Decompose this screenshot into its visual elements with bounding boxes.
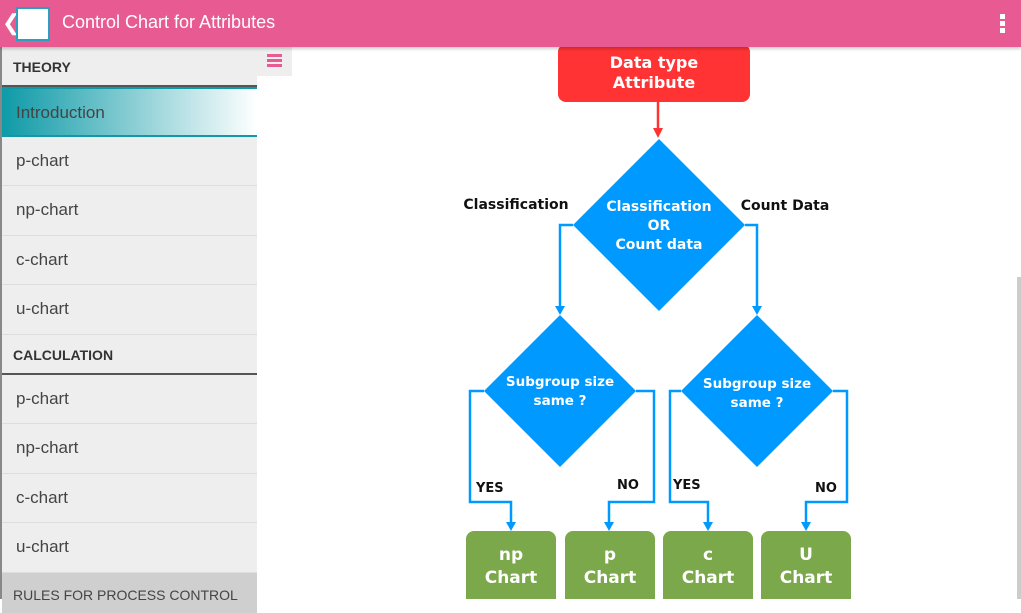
output-np-chart [466, 531, 556, 599]
subgroup-diamond-left [484, 315, 636, 467]
subgroup-right-text-1: Subgroup size [703, 376, 811, 392]
output-text: np [499, 545, 523, 565]
decision-text-1: Classification [606, 199, 711, 215]
decision-diamond [573, 139, 745, 311]
start-arrowhead [653, 128, 663, 138]
arrowhead [703, 522, 713, 531]
output-text: U [799, 545, 813, 565]
subgroup-right-text-2: same ? [731, 395, 784, 411]
section-header-theory: THEORY [2, 47, 257, 87]
sidebar: THEORY Introduction p-chart np-chart c-c… [0, 47, 257, 613]
arrowhead [506, 522, 516, 531]
page-title: Control Chart for Attributes [62, 12, 276, 32]
output-c-chart [663, 531, 753, 599]
arrowhead [752, 306, 762, 315]
output-text: p [604, 545, 616, 565]
decision-text-2: OR [648, 218, 671, 234]
connector [804, 389, 849, 525]
connector [668, 389, 710, 525]
sidebar-item-theory-c-chart[interactable]: c-chart [2, 236, 257, 285]
subgroup-left-text-1: Subgroup size [506, 374, 614, 390]
start-text-1: Data type [610, 53, 699, 72]
output-text: Chart [485, 568, 538, 588]
output-text: Chart [584, 568, 637, 588]
arrowhead [801, 522, 811, 531]
output-u-chart [761, 531, 851, 599]
arrowhead [555, 306, 565, 315]
output-p-chart [565, 531, 655, 599]
subgroup-diamond-right [681, 315, 833, 467]
sidebar-item-introduction[interactable]: Introduction [2, 87, 257, 137]
output-text: c [703, 545, 713, 565]
decision-text-3: Count data [615, 237, 702, 253]
output-text: Chart [682, 568, 735, 588]
connector [558, 223, 573, 310]
no-label: NO [617, 478, 639, 493]
hamburger-menu-icon[interactable] [257, 47, 292, 76]
start-box [558, 44, 750, 102]
more-vert-icon[interactable] [1000, 14, 1005, 35]
connector [468, 389, 513, 525]
scrollbar[interactable] [1017, 277, 1021, 599]
section-header-calculation: CALCULATION [2, 335, 257, 375]
sidebar-item-theory-u-chart[interactable]: u-chart [2, 285, 257, 335]
left-branch-label: Classification [463, 197, 568, 213]
output-text: Chart [780, 568, 833, 588]
start-text-2: Attribute [613, 73, 696, 92]
subgroup-left-text-2: same ? [534, 393, 587, 409]
sidebar-item-calc-c-chart[interactable]: c-chart [2, 474, 257, 523]
sidebar-item-theory-np-chart[interactable]: np-chart [2, 186, 257, 236]
yes-label: YES [475, 481, 504, 496]
sidebar-item-theory-p-chart[interactable]: p-chart [2, 137, 257, 186]
right-branch-label: Count Data [741, 198, 830, 214]
connector [607, 389, 656, 525]
app-logo [16, 7, 50, 41]
flowchart: Data type Attribute Classification OR Co… [463, 44, 851, 599]
yes-label: YES [672, 478, 701, 493]
connector [745, 223, 759, 310]
sidebar-item-calc-p-chart[interactable]: p-chart [2, 375, 257, 424]
no-label: NO [815, 481, 837, 496]
arrowhead [604, 522, 614, 531]
sidebar-item-calc-np-chart[interactable]: np-chart [2, 424, 257, 474]
app-bar: ❮ Control Chart for Attributes [0, 0, 1021, 47]
sidebar-item-calc-u-chart[interactable]: u-chart [2, 523, 257, 573]
back-chevron-icon[interactable]: ❮ [2, 10, 21, 35]
